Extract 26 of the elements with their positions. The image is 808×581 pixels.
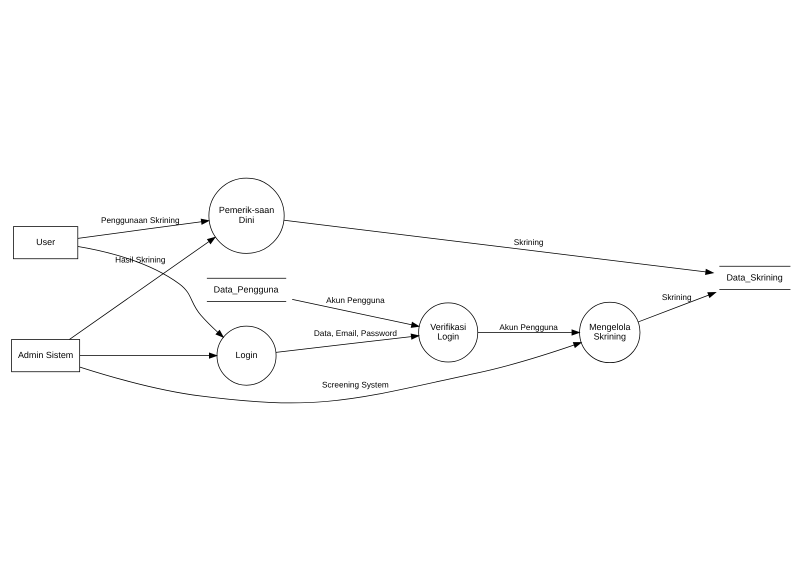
node-circle: Mengelola Skrining: [579, 302, 640, 364]
arrow: [276, 334, 420, 353]
edge-label: Data, Email, Password: [314, 329, 397, 338]
node-text: Data_Pengguna: [214, 284, 278, 294]
node-circle: Pemerik-saan Dini: [208, 178, 285, 254]
edge-label: Skrining: [514, 238, 544, 247]
arrow: [638, 292, 717, 322]
arrow: [80, 342, 582, 404]
edge-label: Screening System: [322, 380, 389, 390]
arrow: [292, 299, 420, 328]
node-circle: Verifikasi Login: [418, 302, 478, 362]
node-box: Admin Sistem: [11, 339, 80, 372]
arrow: [78, 218, 210, 239]
arrow: [284, 220, 714, 275]
node-text: Data_Skrining: [726, 272, 783, 283]
edge-label: Akun Pengguna: [326, 296, 385, 306]
node-box: User: [13, 226, 78, 260]
arrow: [78, 246, 224, 338]
arrow: [478, 329, 581, 336]
edge-label: Hasil Skrining: [115, 256, 166, 265]
arrow: [79, 352, 218, 359]
node-circle: Login: [216, 326, 276, 386]
edge-label: Akun Pengguna: [499, 323, 558, 332]
edge-label: Penggunaan Skrining: [100, 216, 180, 226]
edge-label: Skrining: [662, 293, 692, 302]
arrow: [69, 236, 216, 340]
